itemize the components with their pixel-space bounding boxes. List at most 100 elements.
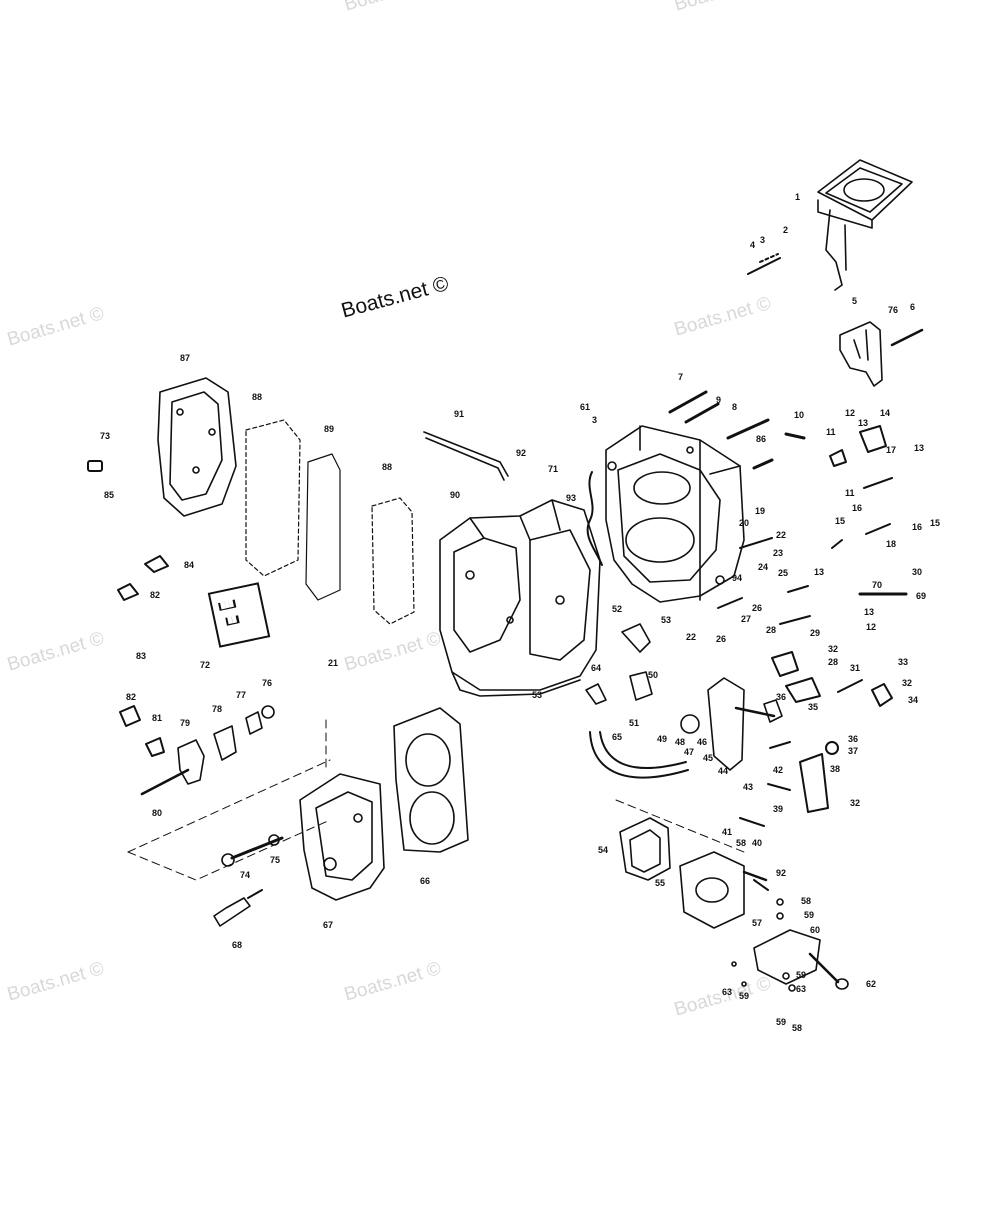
part-label-69: 69	[916, 591, 927, 601]
part-label-19: 19	[755, 506, 766, 516]
part-label-30: 30	[912, 567, 923, 577]
lever-assembly	[140, 705, 275, 796]
part-label-13: 13	[914, 443, 925, 453]
part-label-12: 12	[866, 622, 877, 632]
part-label-79: 79	[180, 718, 191, 728]
part-label-89: 89	[324, 424, 335, 434]
part-label-32: 32	[902, 678, 913, 688]
part-label-94: 94	[732, 573, 743, 583]
part-label-59: 59	[776, 1017, 787, 1027]
part-label-78: 78	[212, 704, 223, 714]
part-label-8: 8	[732, 402, 738, 412]
part-label-76: 76	[888, 305, 899, 315]
part-label-22: 22	[686, 632, 697, 642]
part-label-4: 4	[750, 240, 756, 250]
part-label-62: 62	[866, 979, 877, 989]
part-label-22: 22	[776, 530, 787, 540]
part-label-51: 51	[629, 718, 640, 728]
part-label-25: 25	[778, 568, 789, 578]
fitting-64	[585, 683, 607, 705]
spark-plug-68	[213, 889, 263, 927]
part-label-84: 84	[184, 560, 195, 570]
part-label-92: 92	[776, 868, 787, 878]
part-label-49: 49	[657, 734, 668, 744]
part-label-36: 36	[776, 692, 787, 702]
crankcase-upper	[605, 425, 745, 603]
part-label-3: 3	[592, 415, 598, 425]
part-label-10: 10	[794, 410, 805, 420]
long-bolts	[668, 390, 806, 470]
card-tag: ██	[225, 615, 240, 626]
part-label-59: 59	[739, 991, 750, 1001]
part-label-82: 82	[150, 590, 161, 600]
part-label-52: 52	[612, 604, 623, 614]
part-label-15: 15	[930, 518, 941, 528]
part-label-1: 1	[795, 192, 801, 202]
part-label-32: 32	[850, 798, 861, 808]
head-gasket	[393, 707, 469, 853]
part-label-66: 66	[420, 876, 431, 886]
part-label-21: 21	[328, 658, 339, 668]
part-label-55: 55	[655, 878, 666, 888]
part-label-14: 14	[880, 408, 891, 418]
part-label-82: 82	[126, 692, 137, 702]
part-label-42: 42	[773, 765, 784, 775]
adapter-plate	[817, 159, 913, 291]
part-label-20: 20	[739, 518, 750, 528]
card-tag: ███	[218, 599, 237, 611]
right-hardware	[717, 425, 908, 827]
part-label-73: 73	[100, 431, 111, 441]
part-label-59: 59	[796, 970, 807, 980]
part-label-9: 9	[716, 395, 722, 405]
part-label-90: 90	[450, 490, 461, 500]
part-label-41: 41	[722, 827, 733, 837]
screws-2-3-4	[747, 253, 781, 275]
part-label-17: 17	[886, 445, 897, 455]
part-label-81: 81	[152, 713, 163, 723]
part-label-58: 58	[792, 1023, 803, 1033]
part-label-16: 16	[912, 522, 923, 532]
hose	[589, 731, 689, 779]
exhaust-cover	[157, 377, 237, 517]
part-label-91: 91	[454, 409, 465, 419]
part-label-47: 47	[684, 747, 695, 757]
cover-plate-54	[619, 817, 671, 881]
part-label-13: 13	[814, 567, 825, 577]
part-label-28: 28	[828, 657, 839, 667]
identification-card: ███ ██	[207, 582, 271, 648]
part-label-68: 68	[232, 940, 243, 950]
part-label-16: 16	[852, 503, 863, 513]
part-label-13: 13	[858, 418, 869, 428]
part-label-75: 75	[270, 855, 281, 865]
part-label-45: 45	[703, 753, 714, 763]
part-label-38: 38	[830, 764, 841, 774]
part-label-34: 34	[908, 695, 919, 705]
part-label-23: 23	[773, 548, 784, 558]
intake-plate-55	[679, 851, 768, 929]
part-label-72: 72	[200, 660, 211, 670]
part-label-88: 88	[382, 462, 393, 472]
part-label-43: 43	[743, 782, 754, 792]
cylinder-block	[439, 499, 601, 697]
part-label-92: 92	[516, 448, 527, 458]
part-label-54: 54	[598, 845, 609, 855]
part-label-48: 48	[675, 737, 686, 747]
part-label-37: 37	[848, 746, 859, 756]
part-label-70: 70	[872, 580, 883, 590]
part-label-18: 18	[886, 539, 897, 549]
part-label-50: 50	[648, 670, 659, 680]
leader-lines	[127, 719, 745, 881]
part-label-57: 57	[752, 918, 763, 928]
part-label-24: 24	[758, 562, 769, 572]
tube	[423, 431, 509, 481]
part-label-44: 44	[718, 766, 729, 776]
bracket	[839, 321, 924, 387]
part-label-63: 63	[796, 984, 807, 994]
part-label-5: 5	[852, 296, 858, 306]
part-label-86: 86	[756, 434, 767, 444]
part-label-83: 83	[136, 651, 147, 661]
part-label-88: 88	[252, 392, 263, 402]
wire-71	[586, 471, 603, 566]
